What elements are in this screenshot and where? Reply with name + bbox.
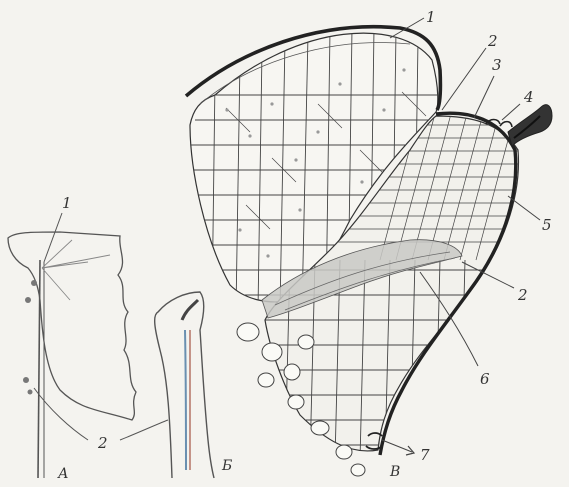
callout-a1: 1 — [62, 194, 72, 212]
vascular-strand — [185, 330, 186, 470]
leader-c2-upper — [442, 48, 486, 110]
panel-b — [120, 292, 214, 478]
callout-c2-upper: 2 — [487, 32, 498, 50]
hydathode-lines — [42, 240, 110, 300]
callout-c5: 5 — [542, 216, 552, 234]
leader-c7 — [382, 440, 412, 452]
callout-c2-lower: 2 — [517, 286, 528, 304]
callout-c1: 1 — [426, 8, 436, 26]
callout-c7: 7 — [420, 446, 430, 464]
panel-label-c: В — [389, 464, 400, 480]
leader-a1 — [44, 213, 62, 262]
panel-label-a: А — [57, 466, 69, 482]
leaf-tooth-outline — [155, 292, 214, 478]
panel-c — [186, 18, 552, 476]
callout-a2: 2 — [97, 434, 108, 452]
leader-a2 — [34, 388, 88, 440]
callout-c6: 6 — [480, 370, 490, 388]
panel-a — [8, 213, 136, 478]
leader-c4 — [502, 104, 520, 120]
callout-c4: 4 — [523, 88, 534, 106]
panel-label-b: Б — [221, 458, 232, 474]
leader-b2 — [120, 420, 168, 440]
callout-c3: 3 — [492, 56, 502, 74]
leaf-tip-outline — [8, 232, 136, 420]
leader-c5 — [508, 196, 540, 220]
leader-c3 — [474, 76, 494, 118]
